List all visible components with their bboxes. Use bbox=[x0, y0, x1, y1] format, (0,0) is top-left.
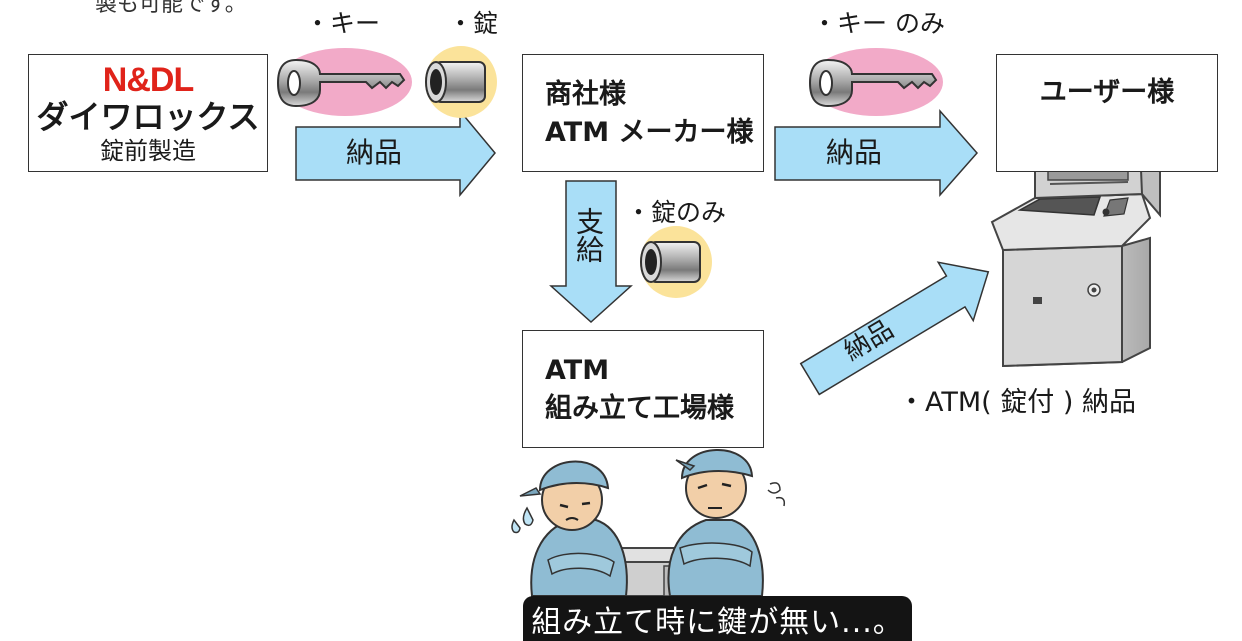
factory-line1: ATM bbox=[545, 355, 610, 386]
key-icon-2 bbox=[808, 58, 938, 108]
lock-cylinder-icon-1 bbox=[425, 61, 486, 103]
item-lock-label: ・錠 bbox=[448, 9, 499, 38]
key-icon-1 bbox=[276, 58, 406, 108]
final-delivery-caption: ・ATM( 錠付 ) 納品 bbox=[898, 387, 1136, 418]
trading-company-line1: 商社様 bbox=[545, 79, 626, 110]
delivery-arrow-1-label: 納品 bbox=[346, 136, 403, 169]
company-subtitle: 錠前製造 bbox=[100, 137, 196, 165]
atm-machine-illustration bbox=[990, 143, 1161, 368]
lock-cylinder-icon-2 bbox=[640, 241, 701, 283]
factory-line2: 組み立て工場様 bbox=[545, 393, 734, 424]
item-lock-only-label: ・錠のみ bbox=[626, 198, 727, 227]
company-name: ダイワロックス bbox=[36, 98, 260, 136]
trading-company-line2: ATM メーカー様 bbox=[545, 117, 754, 148]
trading-company-box: 商社様 ATM メーカー様 bbox=[522, 54, 764, 172]
user-label: ユーザー様 bbox=[1039, 77, 1175, 108]
company-logo: N&DL bbox=[102, 61, 194, 99]
user-box: ユーザー様 bbox=[996, 54, 1218, 172]
delivery-arrow-2 bbox=[774, 109, 978, 197]
item-key-label: ・キー bbox=[305, 9, 381, 38]
delivery-arrow-3 bbox=[799, 261, 990, 396]
delivery-arrow-1 bbox=[295, 108, 496, 198]
supply-arrow bbox=[549, 180, 633, 324]
item-key-only-label: ・キー のみ bbox=[812, 9, 945, 38]
workers-illustration bbox=[511, 449, 786, 597]
delivery-arrow-2-label: 納品 bbox=[826, 136, 883, 169]
problem-caption: 組み立て時に鍵が無い...。 bbox=[523, 596, 912, 641]
factory-box: ATM 組み立て工場様 bbox=[522, 330, 764, 448]
intro-text-fragment: 製も可能です。 bbox=[95, 0, 247, 17]
supplier-box: N&DL ダイワロックス 錠前製造 bbox=[28, 54, 268, 172]
supply-arrow-label: 支給 bbox=[572, 207, 605, 263]
